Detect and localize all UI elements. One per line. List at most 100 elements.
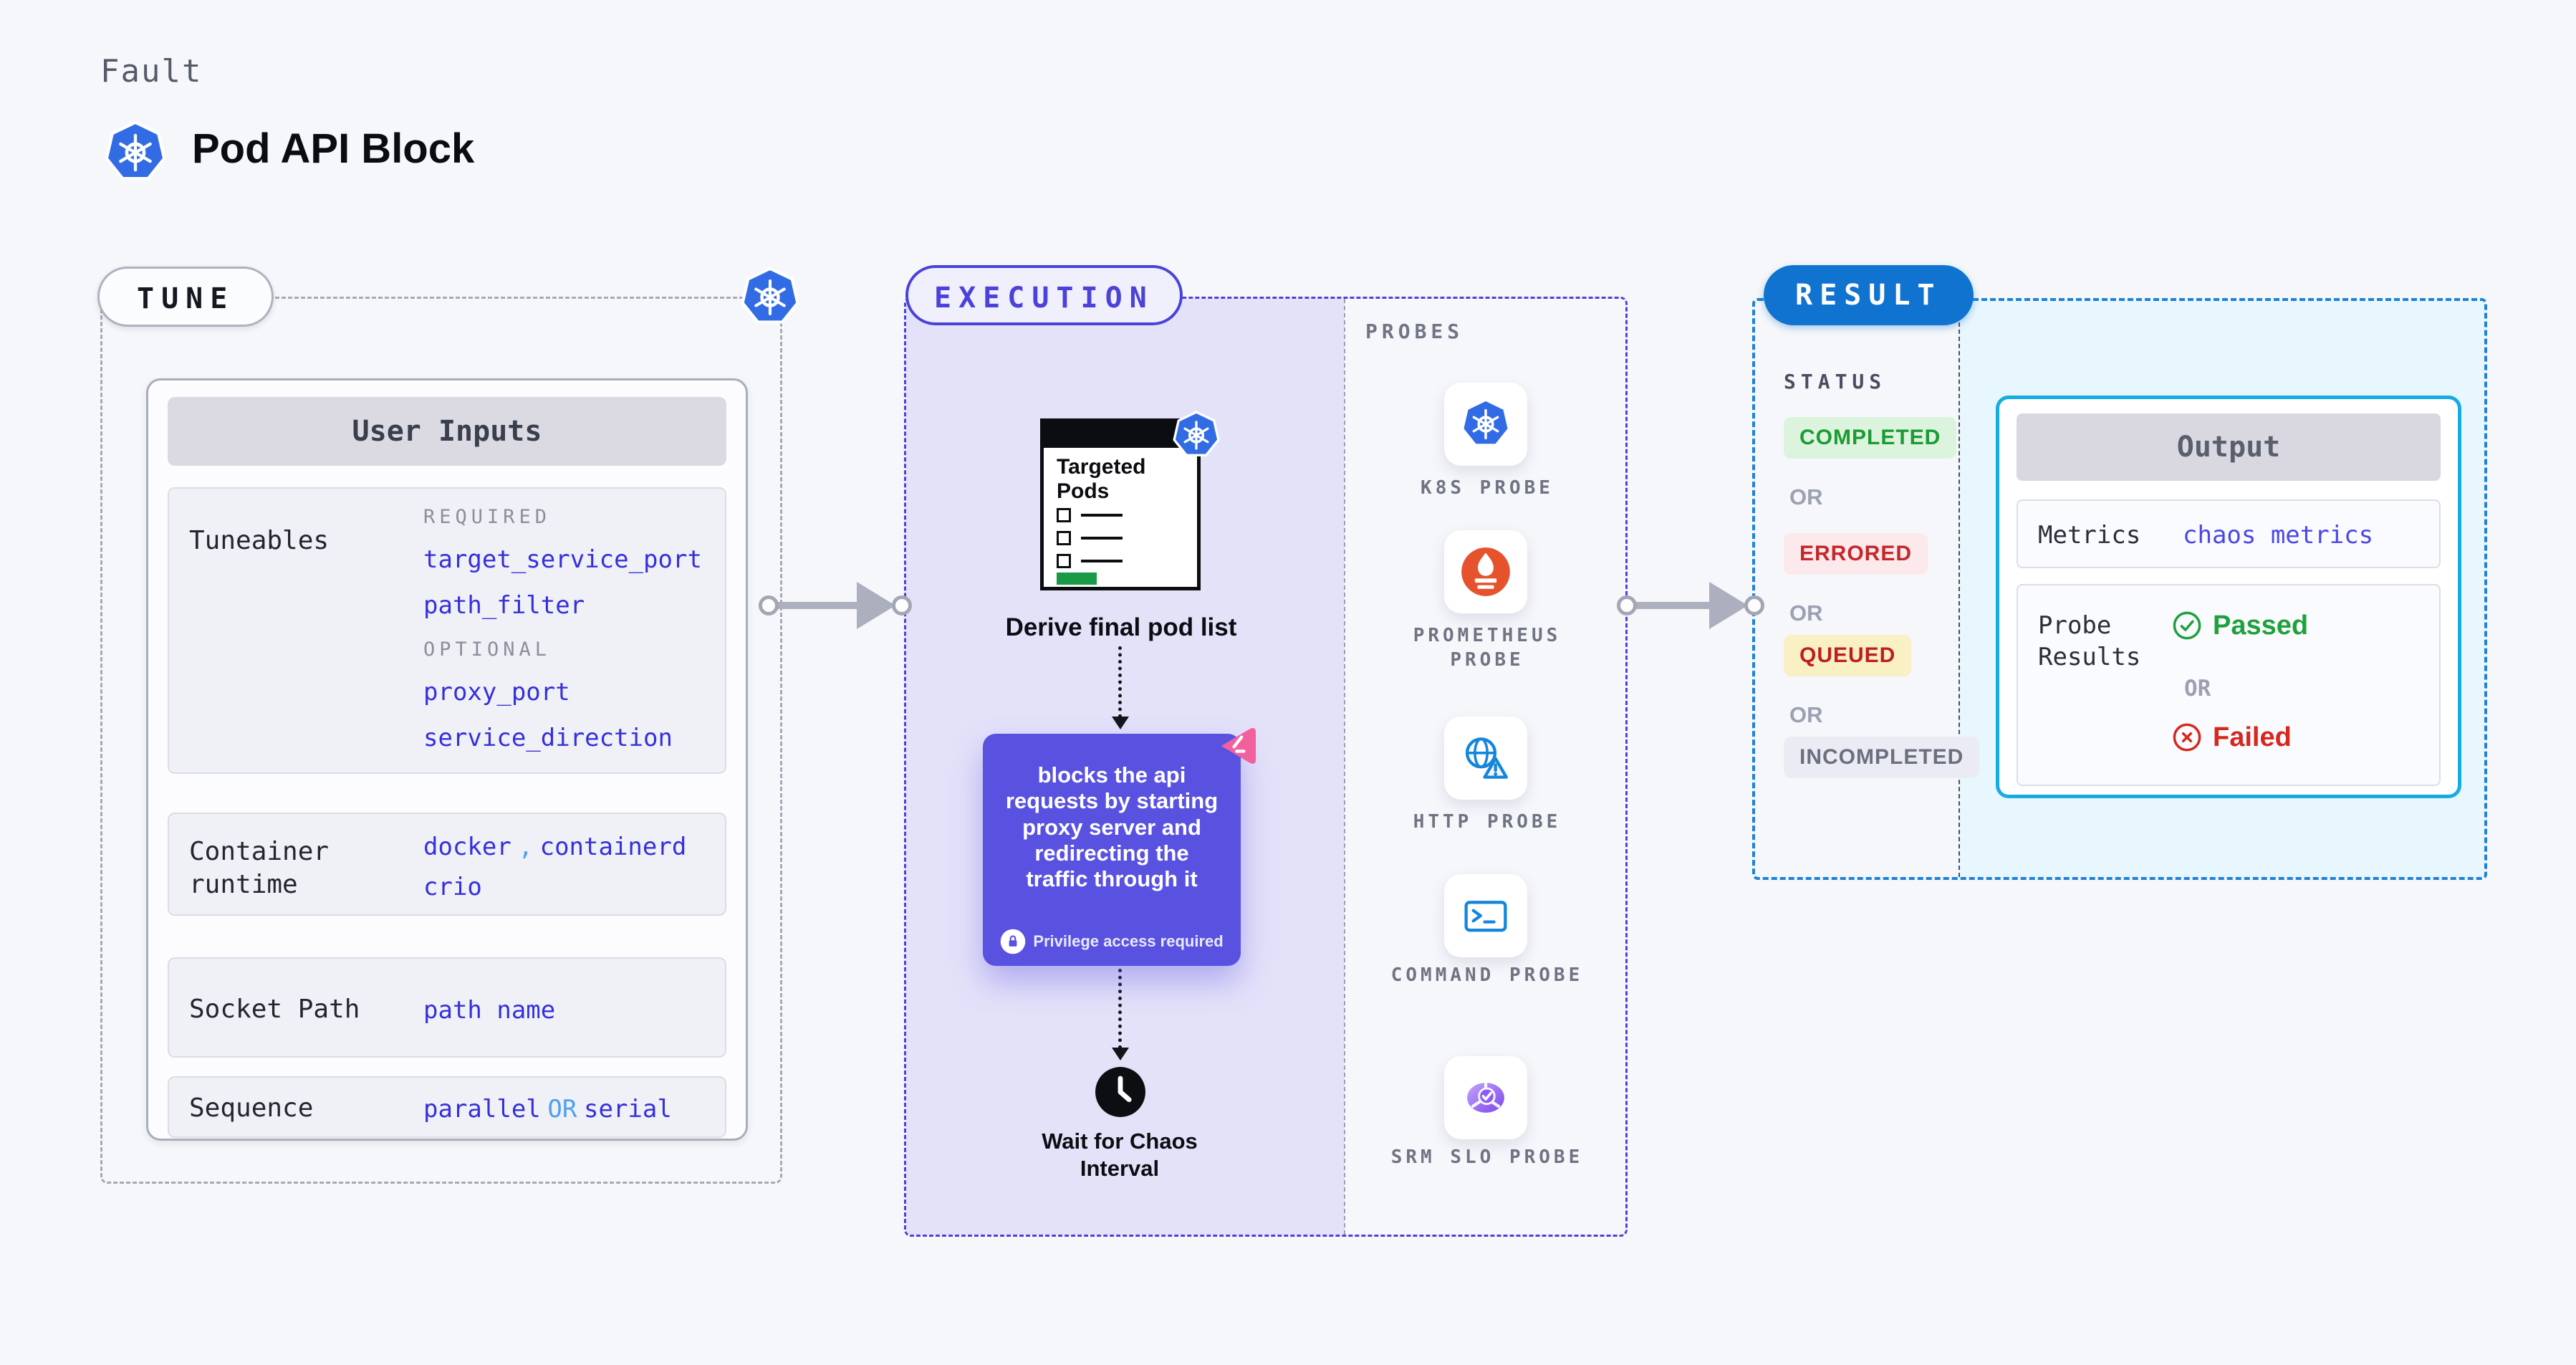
tune-section: [100, 297, 782, 1184]
lock-icon: [1000, 929, 1026, 954]
container-runtime-line1: docker , containerd: [423, 833, 686, 861]
tuneable-required-item: target_service_port: [423, 545, 702, 574]
targeted-pods-title: Targeted Pods: [1057, 455, 1146, 503]
globe-warning-icon: [1460, 732, 1512, 784]
status-badge-errored: ERRORED: [1784, 533, 1928, 575]
socket-path-row: Socket Path path name: [168, 957, 726, 1058]
kubernetes-icon: [1460, 398, 1512, 450]
runtime-separator: ,: [518, 833, 533, 861]
kubernetes-icon: [105, 120, 166, 185]
tune-badge: TUNE: [97, 267, 274, 327]
runtime-value: docker: [423, 833, 511, 861]
kubernetes-icon: [1173, 411, 1220, 460]
metrics-value: chaos metrics: [2183, 521, 2374, 550]
chaos-pink-icon: [1215, 724, 1259, 768]
dotted-arrow-line: [1118, 969, 1122, 1049]
targeted-pods-figure: Targeted Pods: [1040, 418, 1201, 590]
execution-badge: EXECUTION: [905, 265, 1183, 325]
window-titlebar: [1044, 422, 1197, 448]
clock-icon: [1093, 1065, 1148, 1119]
derive-pod-list-label: Derive final pod list: [1005, 613, 1237, 641]
probe-card-srm-slo: [1444, 1056, 1527, 1139]
result-badge: RESULT: [1764, 265, 1974, 325]
checkbox-icon: [1057, 508, 1071, 522]
slo-pie-check-icon: [1460, 1072, 1512, 1124]
passed-text: Passed: [2213, 610, 2309, 641]
sequence-option: serial: [584, 1095, 672, 1124]
failed-text: Failed: [2213, 722, 2292, 752]
probe-results-label: Probe Results: [2038, 611, 2141, 671]
flow-arrow-head: [857, 582, 895, 629]
required-label: REQUIRED: [423, 506, 552, 528]
green-bar: [1057, 573, 1097, 585]
probe-result-or: OR: [2184, 676, 2211, 701]
failed-result: Failed: [2171, 722, 2292, 753]
list-line: [1081, 514, 1123, 517]
status-or: OR: [1789, 702, 1823, 727]
connector-dot: [1617, 595, 1637, 616]
check-circle-icon: [2171, 610, 2203, 641]
list-line: [1081, 537, 1123, 540]
sequence-label: Sequence: [189, 1093, 314, 1123]
probes-label: PROBES: [1365, 320, 1464, 343]
socket-path-value: path name: [423, 996, 556, 1025]
tuneable-optional-item: proxy_port: [423, 678, 570, 707]
probe-card-k8s: [1444, 383, 1527, 466]
probe-name: HTTP PROBE: [1413, 811, 1562, 833]
runtime-value: crio: [423, 873, 482, 901]
container-runtime-row: Container runtime docker , containerd cr…: [168, 813, 726, 916]
dotted-arrow-head: [1112, 1048, 1129, 1060]
sequence-row: Sequence parallel OR serial: [168, 1076, 726, 1138]
sequence-or: OR: [547, 1095, 577, 1124]
connector-dot: [1744, 595, 1764, 616]
pod-list-item: [1057, 508, 1123, 522]
privilege-note-text: Privilege access required: [1033, 932, 1224, 950]
fault-action-box: blocks the api requests by starting prox…: [983, 734, 1241, 966]
kubernetes-icon: [741, 267, 799, 328]
dotted-arrow-head: [1112, 717, 1129, 729]
connector-dot: [892, 595, 912, 616]
prometheus-icon: [1460, 546, 1512, 598]
sequence-value: parallel OR serial: [423, 1095, 672, 1124]
tuneables-label: Tuneables: [189, 526, 330, 555]
metrics-label: Metrics: [2038, 521, 2141, 550]
passed-result: Passed: [2171, 610, 2308, 641]
probe-card-http: [1444, 717, 1527, 800]
status-label: STATUS: [1784, 370, 1887, 393]
probe-name: SRM SLO PROBE: [1390, 1146, 1584, 1168]
fault-kicker: Fault: [100, 53, 203, 90]
container-runtime-label: Container runtime: [189, 837, 330, 899]
output-box: Output Metrics chaos metrics Probe Resul…: [1996, 396, 2461, 798]
tuneable-required-item: path_filter: [423, 591, 585, 620]
terminal-icon: [1460, 890, 1512, 942]
status-badge-completed: COMPLETED: [1784, 417, 1957, 459]
checkbox-icon: [1057, 554, 1071, 568]
sequence-option: parallel: [423, 1095, 541, 1124]
privilege-note: Privilege access required: [983, 929, 1241, 954]
flow-arrow-line: [1635, 602, 1715, 609]
list-line: [1081, 560, 1123, 562]
dotted-arrow-line: [1118, 646, 1122, 718]
tuneables-values: REQUIRED target_service_port path_filter…: [423, 506, 702, 752]
probe-results-row: Probe Results Passed OR Failed: [2017, 584, 2441, 786]
runtime-value: containerd: [539, 833, 687, 861]
probe-card-command: [1444, 874, 1527, 957]
x-circle-icon: [2171, 722, 2203, 753]
connector-dot: [759, 595, 779, 616]
status-or: OR: [1789, 484, 1823, 509]
fault-action-text: blocks the api requests by starting prox…: [1005, 762, 1219, 892]
execution-probes-divider: [1344, 299, 1345, 1235]
tuneables-row: Tuneables REQUIRED target_service_port p…: [168, 487, 726, 774]
flow-arrow-head: [1709, 582, 1748, 629]
probe-name: PROMETHEUS PROBE: [1413, 625, 1562, 671]
status-or: OR: [1789, 600, 1823, 626]
checkbox-icon: [1057, 531, 1071, 545]
metrics-row: Metrics chaos metrics: [2017, 499, 2441, 568]
wait-chaos-interval-label: Wait for Chaos Interval: [1042, 1129, 1198, 1181]
flow-arrow-line: [775, 602, 862, 609]
page-title: Pod API Block: [192, 125, 475, 172]
status-output-divider: [1959, 301, 1960, 877]
status-badge-incompleted: INCOMPLETED: [1784, 737, 1980, 778]
socket-path-label: Socket Path: [189, 995, 360, 1024]
